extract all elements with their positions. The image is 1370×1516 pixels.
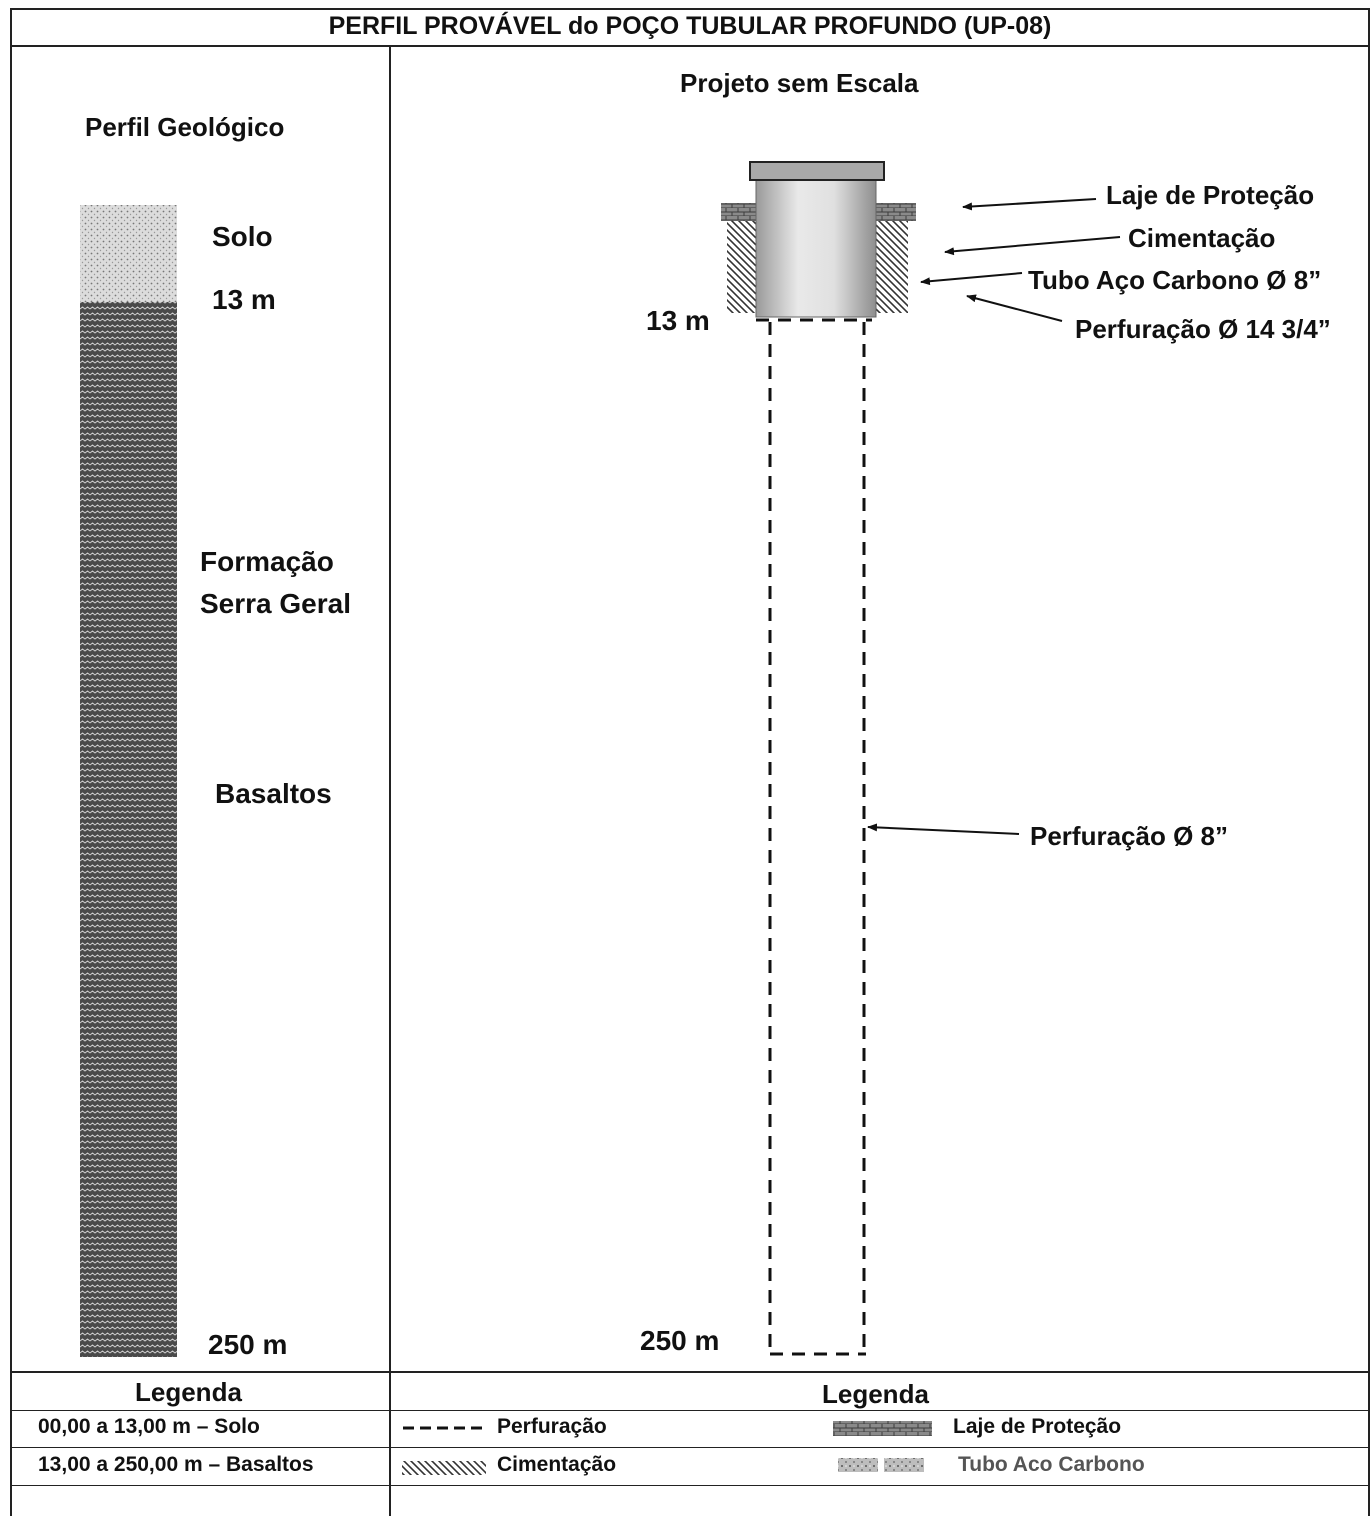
callout-cimentacao: Cimentação <box>1128 223 1276 253</box>
callout-perfuracao-lower: Perfuração Ø 8” <box>1030 821 1228 851</box>
arrow-perfuracao-upper <box>966 294 1063 322</box>
legend-item-cimentacao: Cimentação <box>497 1453 617 1476</box>
legend-right-heading: Legenda <box>822 1379 929 1409</box>
callout-laje: Laje de Proteção <box>1106 180 1315 210</box>
legend-left-heading: Legenda <box>135 1377 242 1407</box>
basalt-layer <box>80 302 177 1357</box>
steel-casing-tube <box>755 176 877 318</box>
layer-label-solo: Solo <box>212 221 273 252</box>
column-divider <box>389 45 391 1516</box>
outer-frame <box>10 8 1370 1516</box>
well-depth-250m: 250 m <box>640 1325 720 1356</box>
formation-label-line2: Serra Geral <box>200 588 351 619</box>
legend-symbol-laje <box>833 1421 932 1436</box>
legend-symbol-tubo-a <box>838 1458 878 1472</box>
layer-label-basaltos: Basaltos <box>215 778 332 809</box>
arrow-perfuracao-lower <box>867 823 1020 835</box>
legend-item-laje: Laje de Proteção <box>953 1415 1122 1438</box>
legend-left-row-basaltos: 13,00 a 250,00 m – Basaltos <box>38 1453 314 1476</box>
legend-divider-3 <box>10 1485 1368 1486</box>
soil-layer <box>80 205 177 302</box>
legend-divider-1 <box>10 1410 1368 1411</box>
geologic-profile-heading: Perfil Geológico <box>85 112 285 142</box>
protection-slab-left <box>721 203 758 221</box>
title-divider <box>10 45 1368 47</box>
layer-depth-250m: 250 m <box>208 1329 288 1360</box>
legend-symbol-tubo-b <box>884 1458 924 1472</box>
legend-left-row-solo: 00,00 a 13,00 m – Solo <box>38 1415 260 1438</box>
legend-divider-top <box>10 1371 1368 1373</box>
formation-label-line1: Formação <box>200 546 334 577</box>
layer-depth-13m: 13 m <box>212 284 276 315</box>
scale-note-heading: Projeto sem Escala <box>680 68 919 98</box>
cementation-right <box>876 220 908 313</box>
casing-cap <box>749 161 885 181</box>
borehole-8in <box>756 318 872 1356</box>
callout-perfuracao-upper: Perfuração Ø 14 3/4” <box>1075 314 1331 344</box>
legend-symbol-cimentacao <box>402 1461 486 1475</box>
diagram-title: PERFIL PROVÁVEL do POÇO TUBULAR PROFUNDO… <box>328 12 1052 40</box>
protection-slab-right <box>876 203 916 221</box>
arrow-cimentacao <box>944 236 1121 256</box>
well-depth-13m: 13 m <box>646 305 710 336</box>
legend-item-tubo: Tubo Aco Carbono <box>958 1453 1145 1476</box>
callout-tubo: Tubo Aço Carbono Ø 8” <box>1028 265 1322 295</box>
arrow-tubo <box>920 272 1023 286</box>
legend-divider-2 <box>10 1447 1368 1448</box>
cementation-left <box>727 220 758 313</box>
arrow-laje <box>962 198 1097 211</box>
legend-item-perfuracao: Perfuração <box>497 1415 607 1438</box>
